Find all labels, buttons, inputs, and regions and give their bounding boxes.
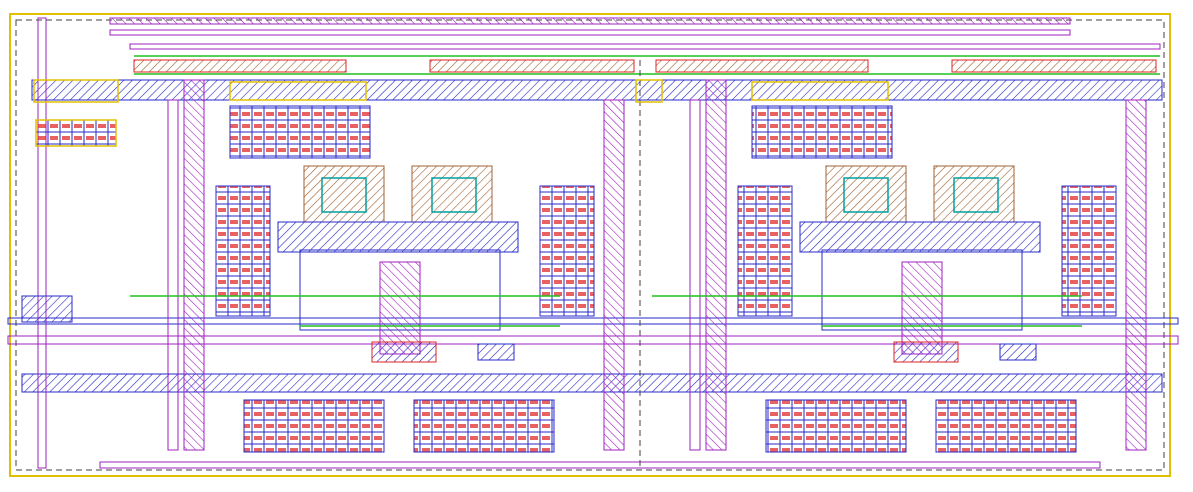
cell-1: [130, 81, 595, 453]
metal-rails: [7, 17, 1179, 469]
cell-2: [652, 81, 1117, 453]
vertical-straps: [37, 17, 1147, 469]
cell-divider: [635, 60, 663, 470]
left-tap-cell: [21, 79, 119, 323]
top-contact-strips: [133, 55, 1160, 75]
